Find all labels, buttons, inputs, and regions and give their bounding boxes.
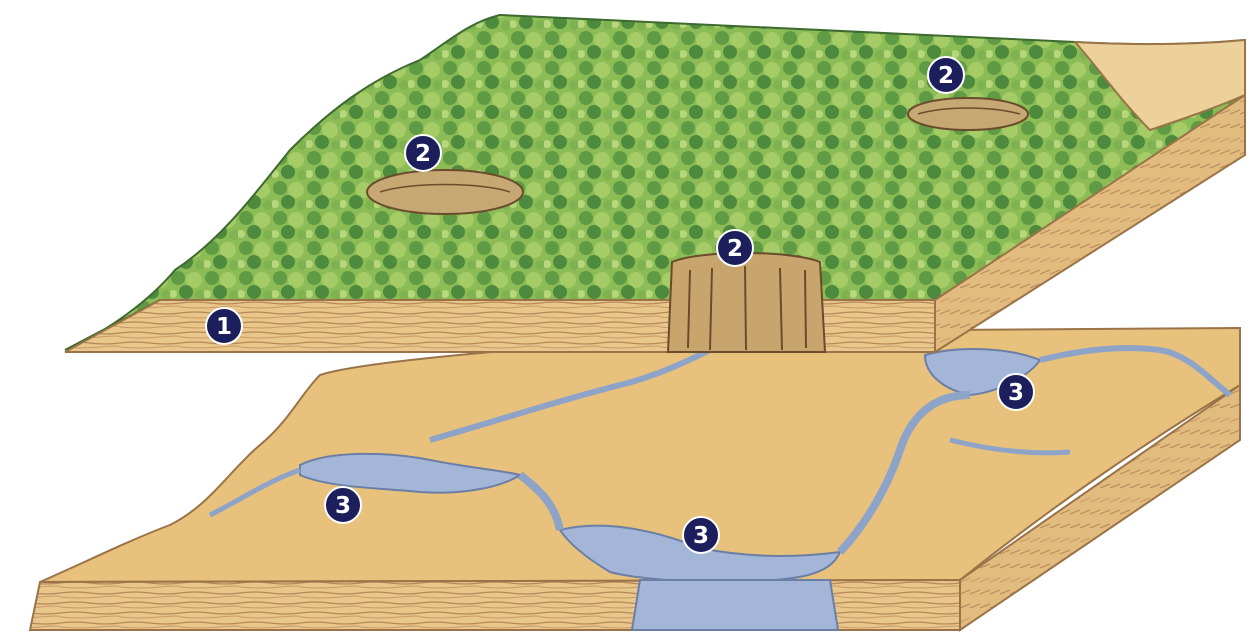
sinkhole-left	[367, 170, 523, 214]
cave-waterfall-front	[632, 580, 838, 630]
marker-1-bedrock: 1	[206, 308, 242, 344]
marker-2-sinkhole-left: 2	[405, 135, 441, 171]
svg-text:2: 2	[938, 63, 954, 89]
svg-text:3: 3	[335, 493, 351, 519]
marker-2-sinkhole-collapse: 2	[717, 230, 753, 266]
svg-text:1: 1	[216, 314, 232, 340]
svg-text:2: 2	[727, 236, 743, 262]
svg-text:3: 3	[693, 523, 709, 549]
marker-3-cave-right: 3	[998, 374, 1034, 410]
sinkhole-right	[908, 98, 1028, 130]
marker-2-sinkhole-right: 2	[928, 57, 964, 93]
lower-rock-slab	[30, 328, 1240, 630]
svg-text:3: 3	[1008, 380, 1024, 406]
svg-text:2: 2	[415, 141, 431, 167]
marker-3-cave-left: 3	[325, 487, 361, 523]
marker-3-cave-center: 3	[683, 517, 719, 553]
upper-rock-slab	[65, 15, 1245, 352]
